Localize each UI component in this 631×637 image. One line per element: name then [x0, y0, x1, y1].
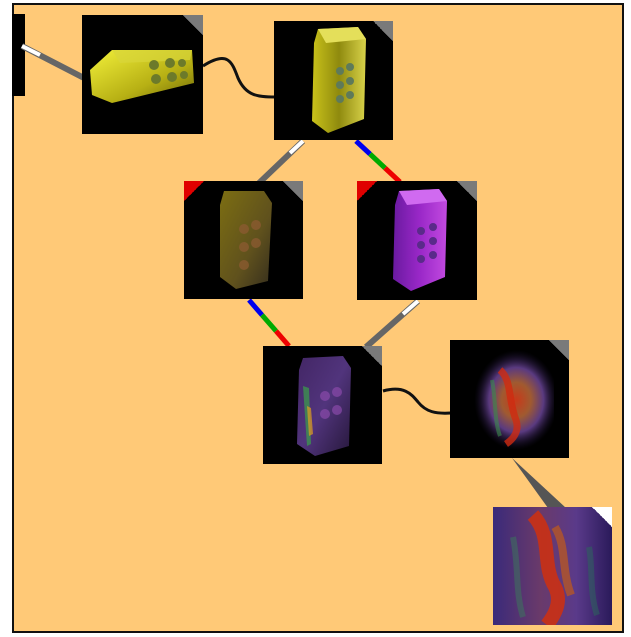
offscreen-node-edge [12, 14, 25, 96]
node-options-corner[interactable] [549, 340, 569, 360]
volume-render-thumbnail [393, 189, 447, 291]
node-flag-marker[interactable] [357, 181, 377, 201]
node-yellow-volume-dim[interactable] [184, 181, 303, 299]
volume-render-thumbnail [470, 350, 554, 450]
node-options-corner[interactable] [457, 181, 477, 201]
edge-tilted-to-upright[interactable] [202, 57, 276, 99]
node-blended-volume[interactable] [263, 346, 382, 464]
node-flag-marker[interactable] [184, 181, 204, 201]
edge-upright-to-dim[interactable] [256, 138, 306, 186]
volume-render-thumbnail [90, 50, 194, 103]
node-yellow-volume-tilted[interactable] [82, 15, 203, 134]
volume-render-thumbnail [220, 191, 272, 289]
node-options-corner[interactable] [362, 346, 382, 366]
edge-purple-to-blended[interactable] [364, 298, 420, 350]
edge-upright-to-purple[interactable] [354, 139, 402, 184]
edge-input-to-tilted[interactable] [20, 43, 86, 81]
edge-rainbow-zoom-wedge [512, 458, 566, 508]
node-options-corner[interactable] [373, 21, 393, 41]
edge-dim-to-blended[interactable] [247, 298, 291, 348]
node-options-corner[interactable] [283, 181, 303, 201]
node-yellow-volume-upright[interactable] [274, 21, 393, 140]
node-rainbow-volume-zoom[interactable] [493, 507, 612, 625]
volume-render-thumbnail [297, 356, 351, 456]
node-purple-volume[interactable] [357, 181, 477, 300]
volume-render-thumbnail [312, 27, 366, 133]
node-options-corner[interactable] [592, 507, 612, 527]
edge-blended-to-rainbow[interactable] [382, 387, 452, 415]
node-rainbow-volume[interactable] [450, 340, 569, 458]
node-options-corner[interactable] [183, 15, 203, 35]
